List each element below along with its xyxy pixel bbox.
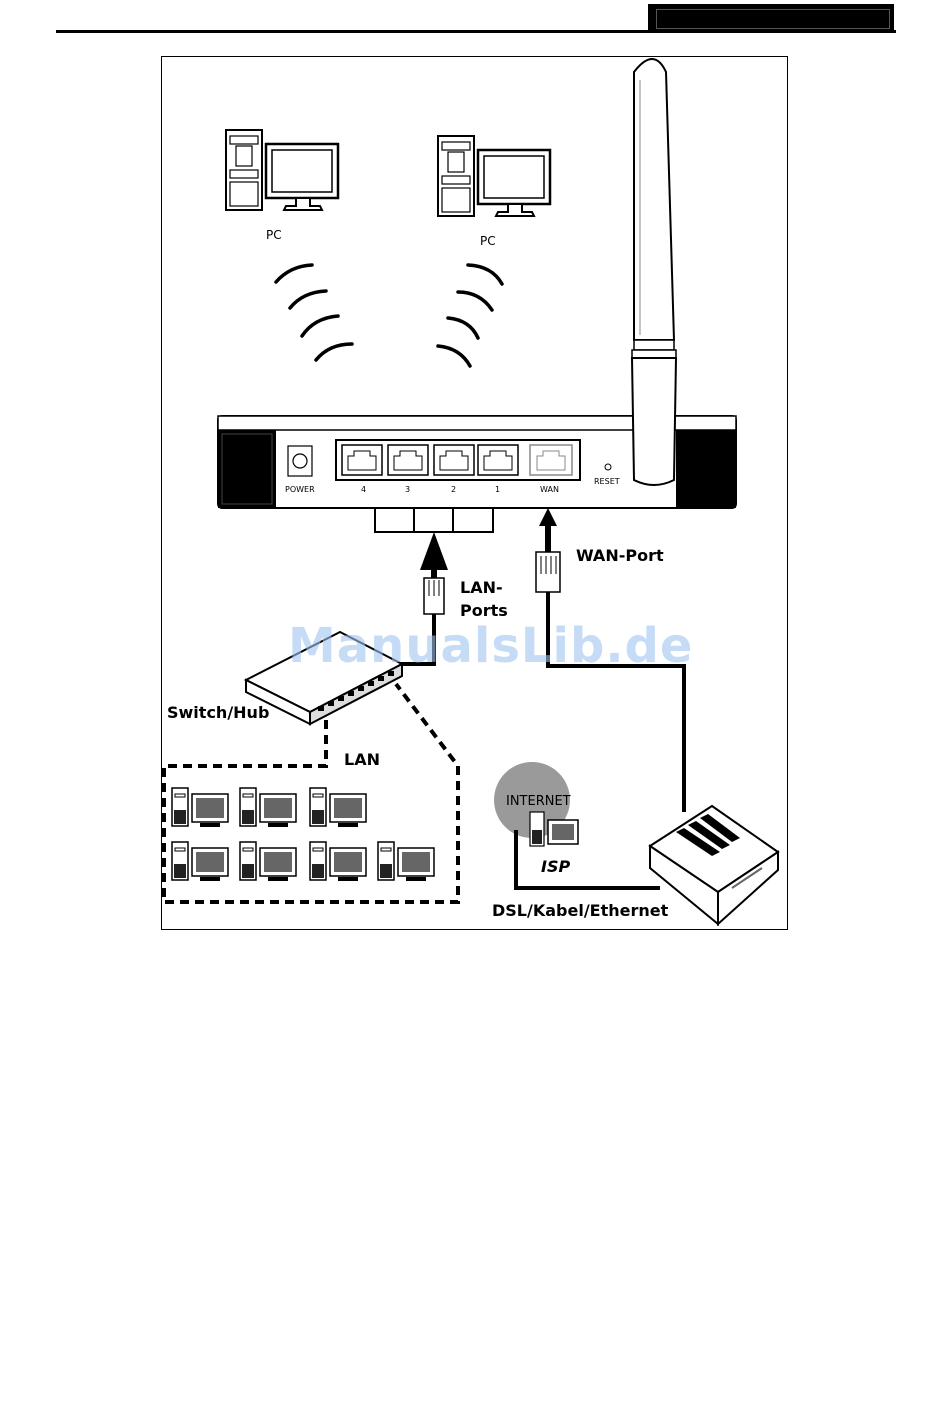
wan-label: WAN: [540, 485, 559, 494]
switch-hub-label: Switch/Hub: [167, 703, 269, 722]
pc-right-label: PC: [480, 234, 496, 248]
port-2-label: 2: [451, 485, 456, 494]
port-4-label: 4: [361, 485, 366, 494]
pc-left-label: PC: [266, 228, 282, 242]
internet-label: INTERNET: [506, 794, 571, 809]
pc-right-icon: [438, 136, 550, 216]
lan-pc-icon: [172, 788, 228, 827]
pc-left-icon: [226, 130, 338, 210]
lan-pc-icon: [310, 788, 366, 827]
isp-label: ISP: [541, 857, 570, 876]
lan-pc-icon: [310, 842, 366, 881]
wireless-signal-left-icon: [276, 265, 352, 360]
lan-pc-grid: [172, 788, 434, 881]
lan-ports-label-line1: LAN-: [460, 578, 503, 597]
port-3-label: 3: [405, 485, 410, 494]
lan-label: LAN: [344, 750, 380, 769]
lan-pc-icon: [240, 788, 296, 827]
wireless-signal-right-icon: [438, 265, 502, 366]
modem: [650, 806, 778, 924]
lan-pc-icon: [240, 842, 296, 881]
port-1-label: 1: [495, 485, 500, 494]
antenna: [632, 59, 676, 485]
lan-connector-bracket: [375, 508, 493, 532]
watermark-logo: ManualsLib.de: [288, 618, 693, 674]
wan-port-label: WAN-Port: [576, 546, 664, 565]
reset-label: RESET: [594, 477, 620, 486]
dsl-label: DSL/Kabel/Ethernet: [492, 901, 669, 920]
lan-pc-icon: [378, 842, 434, 881]
lan-pc-icon: [172, 842, 228, 881]
power-label: POWER: [285, 485, 315, 494]
